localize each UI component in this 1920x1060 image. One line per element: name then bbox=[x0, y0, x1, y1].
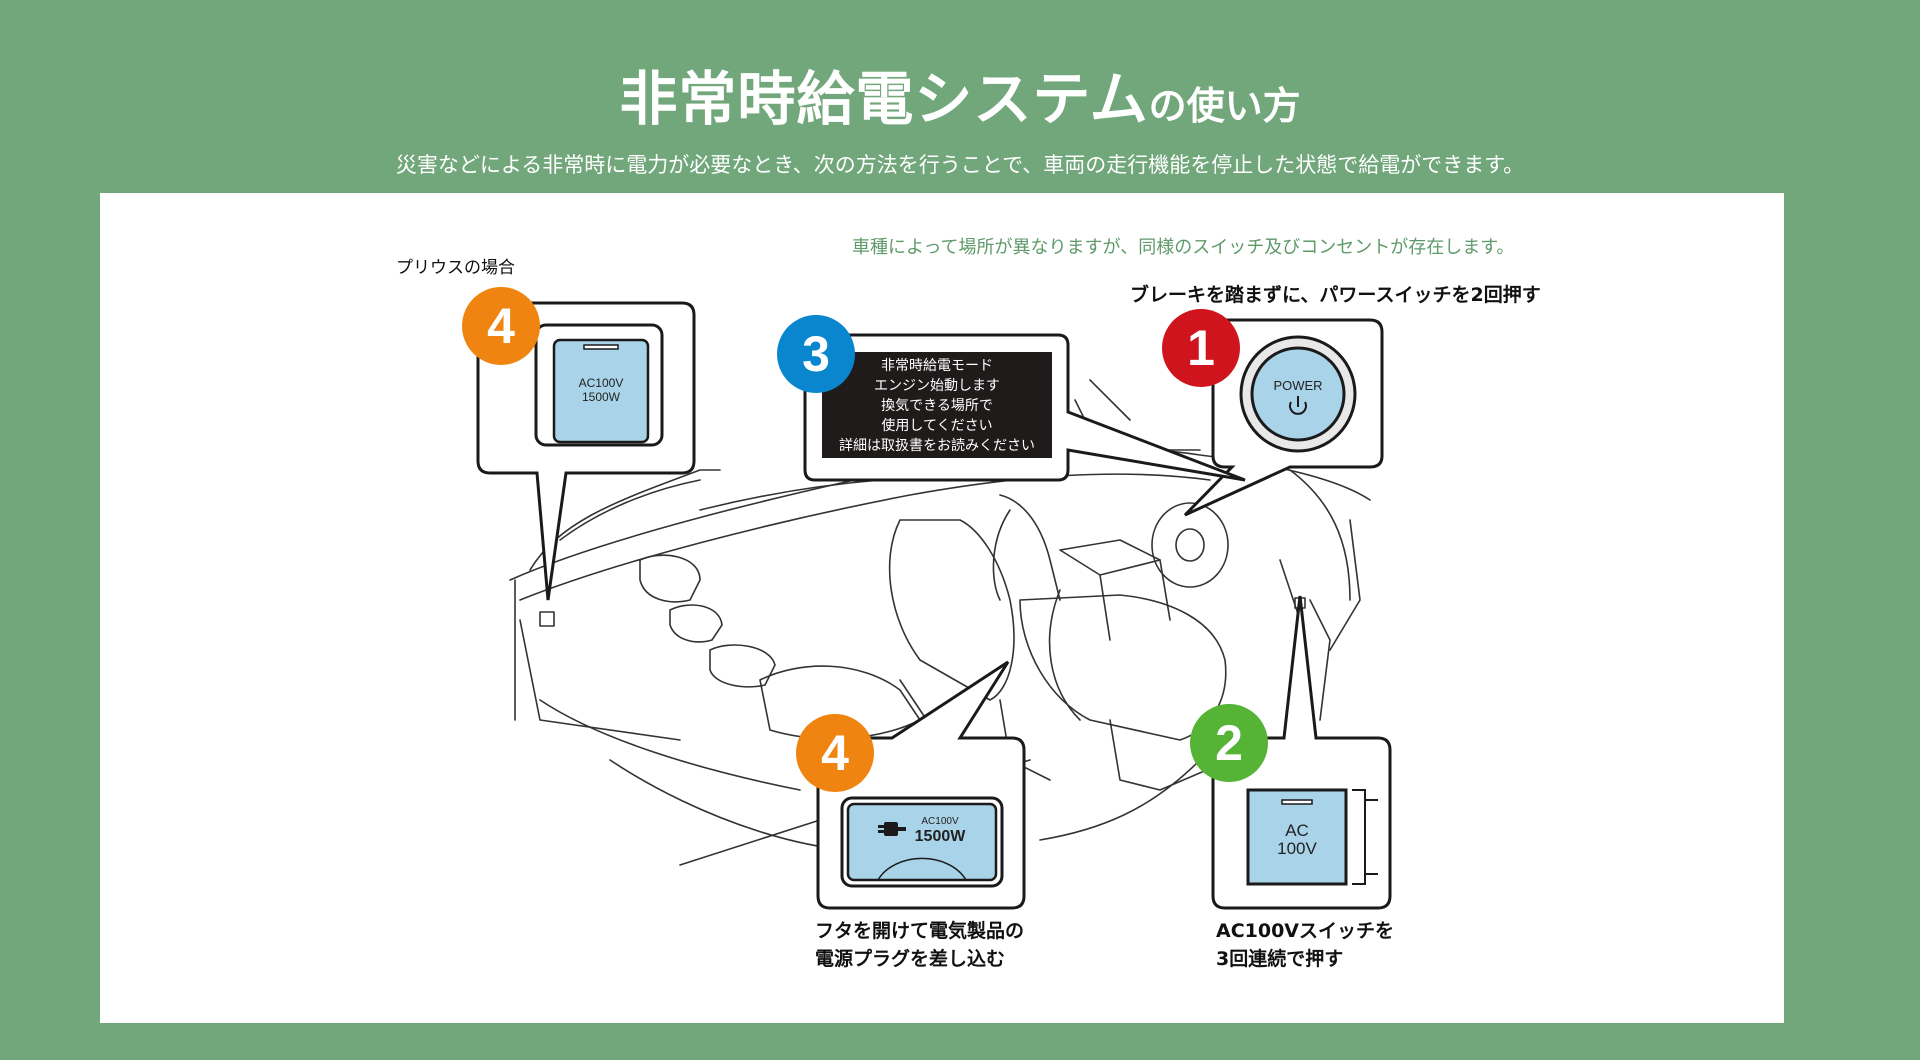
step-4-caption-line: フタを開けて電気製品の bbox=[815, 920, 1025, 942]
plug-icon bbox=[878, 822, 906, 836]
title-suffix: の使い方 bbox=[1148, 84, 1301, 128]
location-note: 車種によって場所が異なりますが、同様のスイッチ及びコンセントが存在します。 bbox=[852, 237, 1515, 258]
screen-line: 換気できる場所で bbox=[881, 398, 993, 414]
rear-outlet-label-line1: AC100V bbox=[579, 376, 624, 390]
step-2-caption: AC100Vスイッチを 3回連続で押す bbox=[1216, 917, 1394, 973]
rear-outlet-label-line2: 1500W bbox=[582, 390, 621, 404]
callout-rear-outlet: AC100V 1500W bbox=[476, 301, 696, 601]
screen-line: 使用してください bbox=[881, 418, 993, 434]
screen-line: エンジン始動します bbox=[874, 378, 1000, 394]
step-2-caption-line: AC100Vスイッチを bbox=[1216, 920, 1395, 942]
screen-line: 詳細は取扱書をお読みください bbox=[839, 438, 1035, 454]
ac-switch-label-line2: 100V bbox=[1277, 839, 1317, 858]
step-4-badge-front: 4 bbox=[796, 714, 874, 792]
step-4-caption-line: 電源プラグを差し込む bbox=[815, 948, 1006, 970]
page-subtitle: 災害などによる非常時に電力が必要なとき、次の方法を行うことで、車両の走行機能を停… bbox=[395, 153, 1525, 177]
screen-line: 非常時給電モード bbox=[881, 358, 993, 374]
step-4-caption: フタを開けて電気製品の 電源プラグを差し込む bbox=[815, 917, 1024, 973]
power-symbol-icon bbox=[1289, 401, 1307, 415]
front-outlet-label-big: 1500W bbox=[915, 828, 967, 845]
vehicle-display-screen: 非常時給電モード エンジン始動します 換気できる場所で 使用してください 詳細は… bbox=[822, 352, 1052, 458]
step-3-badge: 3 bbox=[777, 315, 855, 393]
callout-ac-switch: AC 100V bbox=[1211, 595, 1392, 910]
step-1-caption: ブレーキを踏まずに、パワースイッチを2回押す bbox=[1130, 284, 1541, 306]
step-1-badge: 1 bbox=[1162, 309, 1240, 387]
title-main: 非常時給電システム bbox=[619, 65, 1149, 133]
power-button-label: POWER bbox=[1273, 378, 1322, 393]
step-4-badge-rear: 4 bbox=[462, 287, 540, 365]
step-2-caption-line: 3回連続で押す bbox=[1216, 948, 1344, 970]
front-outlet-label-small: AC100V bbox=[921, 816, 959, 827]
ac-switch-label-line1: AC bbox=[1285, 821, 1309, 840]
callout-front-outlet: AC100V 1500W bbox=[816, 660, 1026, 910]
callout-power-switch: POWER bbox=[1183, 318, 1384, 517]
page-title: 非常時給電システムの使い方 bbox=[0, 70, 1920, 128]
prius-label: プリウスの場合 bbox=[396, 258, 515, 278]
power-button bbox=[1250, 346, 1346, 442]
step-2-badge: 2 bbox=[1190, 704, 1268, 782]
